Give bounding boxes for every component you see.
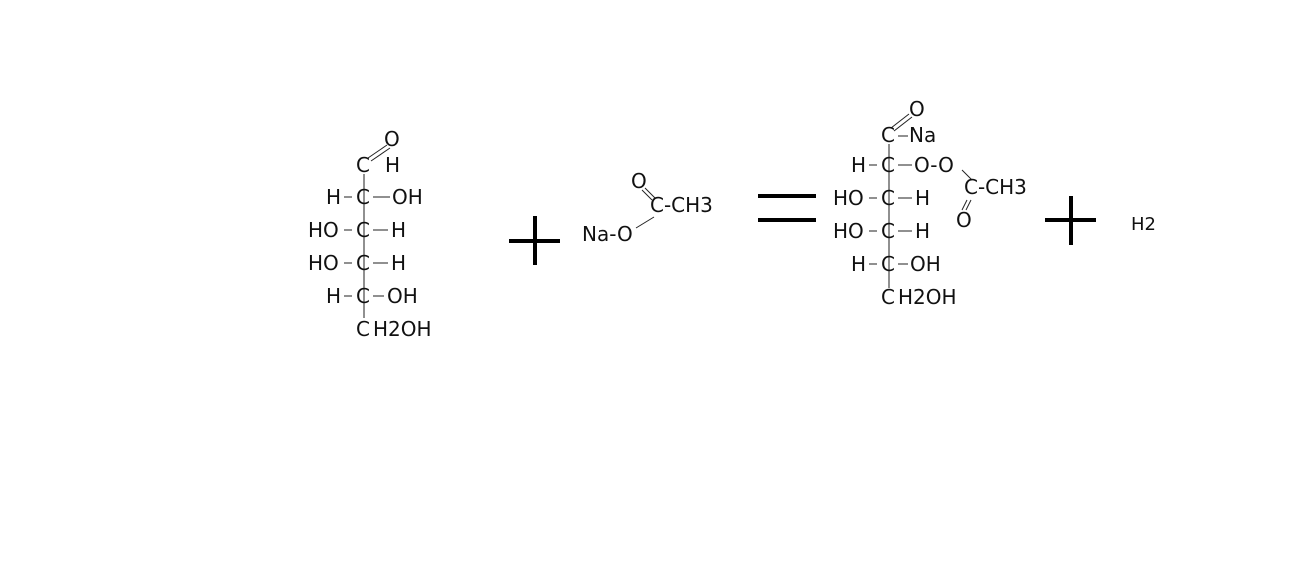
byproduct-hydrogen: H2 [1131,214,1156,235]
sugar-r4-right: H [391,251,406,275]
sugar-r3-right: H [391,218,406,242]
product-carbonyl-oxygen: O [909,97,925,121]
acetate-c-ch3: C-CH3 [650,193,713,217]
product-c6-carbon: C [881,285,895,309]
acetate-na-o: Na-O [582,222,633,246]
sugar-r5-left: H [326,284,341,308]
product-r2-o-o: O-O [914,153,954,177]
product-acetyl-oxygen: O [956,208,972,232]
sugar-r2-left: H [326,185,341,209]
sugar-r3-left: HO [308,218,339,242]
product-r4-left: HO [833,219,864,243]
product-r3-carbon: C [881,186,895,210]
sugar-r5-right: OH [387,284,418,308]
sugar-r2-carbon: C [356,185,370,209]
product-r2-carbon: C [881,153,895,177]
reactant-sugar: O C H H C OH HO C H HO C H H C OH C H2OH [308,127,432,341]
product-r5-right: OH [910,252,941,276]
aldehyde-carbon: C [356,153,370,177]
product-acetyl-double-bond-a [961,199,968,211]
product-c6-rest: H2OH [898,285,957,309]
product-r5-carbon: C [881,252,895,276]
plus-sign-1 [509,216,560,265]
product-double-bond-b [893,116,913,132]
aldehyde-oxygen: O [384,127,400,151]
product-o-acetyl-bond [961,169,973,181]
product-r3-left: HO [833,186,864,210]
product-r3-right: H [915,186,930,210]
product-c1-carbon: C [881,123,895,147]
sugar-r5-carbon: C [356,284,370,308]
plus-sign-2 [1045,196,1096,245]
product-double-bond-a [890,113,910,129]
aldehyde-hydrogen: H [385,153,400,177]
product-structure: O C Na H C O-O C-CH3 O HO C H HO C H H [833,97,1027,309]
reactant-sodium-acetate: O C-CH3 Na-O [582,169,713,246]
product-r5-left: H [851,252,866,276]
aldehyde-double-bond-a [367,144,388,159]
sugar-r4-carbon: C [356,251,370,275]
acetate-double-bond-a [641,189,653,201]
aldehyde-double-bond-b [370,147,391,162]
product-r4-right: H [915,219,930,243]
product-acetyl-c-ch3: C-CH3 [964,175,1027,199]
sugar-r4-left: HO [308,251,339,275]
sugar-c6-rest: H2OH [373,317,432,341]
product-r2-left: H [851,153,866,177]
product-acetyl-double-bond-b [965,199,972,211]
sugar-r2-right: OH [392,185,423,209]
acetate-carbonyl-oxygen: O [631,169,647,193]
sugar-c6-carbon: C [356,317,370,341]
acetate-double-bond-b [644,187,656,199]
product-sodium: Na [909,123,936,147]
equals-sign [758,194,816,222]
acetate-c-o-bond [635,216,655,229]
sugar-r3-carbon: C [356,218,370,242]
product-r4-carbon: C [881,219,895,243]
